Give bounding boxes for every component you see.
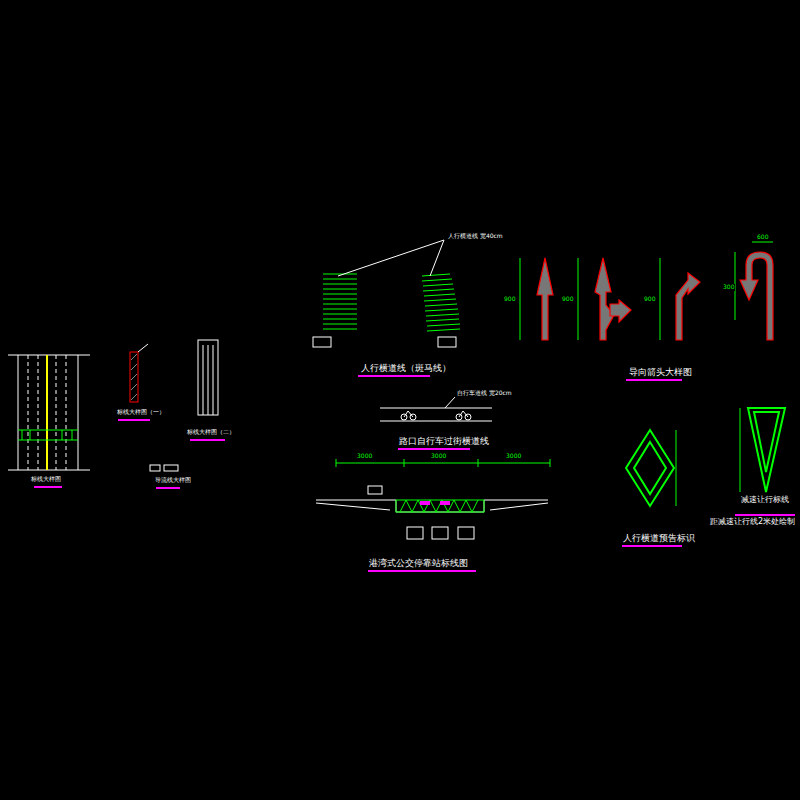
detail-title: 距减速让行线2米处绘制 [709,518,796,527]
dimension-text: 3000 [505,453,522,460]
dimension-text: 3000 [430,453,447,460]
note-text: 自行车道线 宽20cm [456,390,513,397]
detail-title: 人行横道预告标识 [622,534,696,544]
dimension-text: 900 [503,296,516,303]
dimension-text: 300 [722,284,735,291]
dimension-text: 3000 [356,453,373,460]
detail-title: 标线大样图（二） [186,429,236,436]
note-text: 人行横道线 宽40cm [447,233,504,240]
detail-title: 导流线大样图 [154,477,192,484]
detail-title: 标线大样图 [30,476,62,483]
dimension-text: 900 [561,296,574,303]
detail-title: 路口自行车过街横道线 [398,437,490,447]
detail-title: 导向箭头大样图 [628,368,693,378]
detail-title: 标线大样图（一） [116,409,166,416]
detail-title: 港湾式公交停靠站标线图 [368,559,469,569]
dimension-text: 600 [756,234,769,241]
detail-title: 减速让行标线 [740,496,790,505]
dimension-text: 900 [643,296,656,303]
detail-title: 人行横道线（斑马线） [360,364,452,374]
